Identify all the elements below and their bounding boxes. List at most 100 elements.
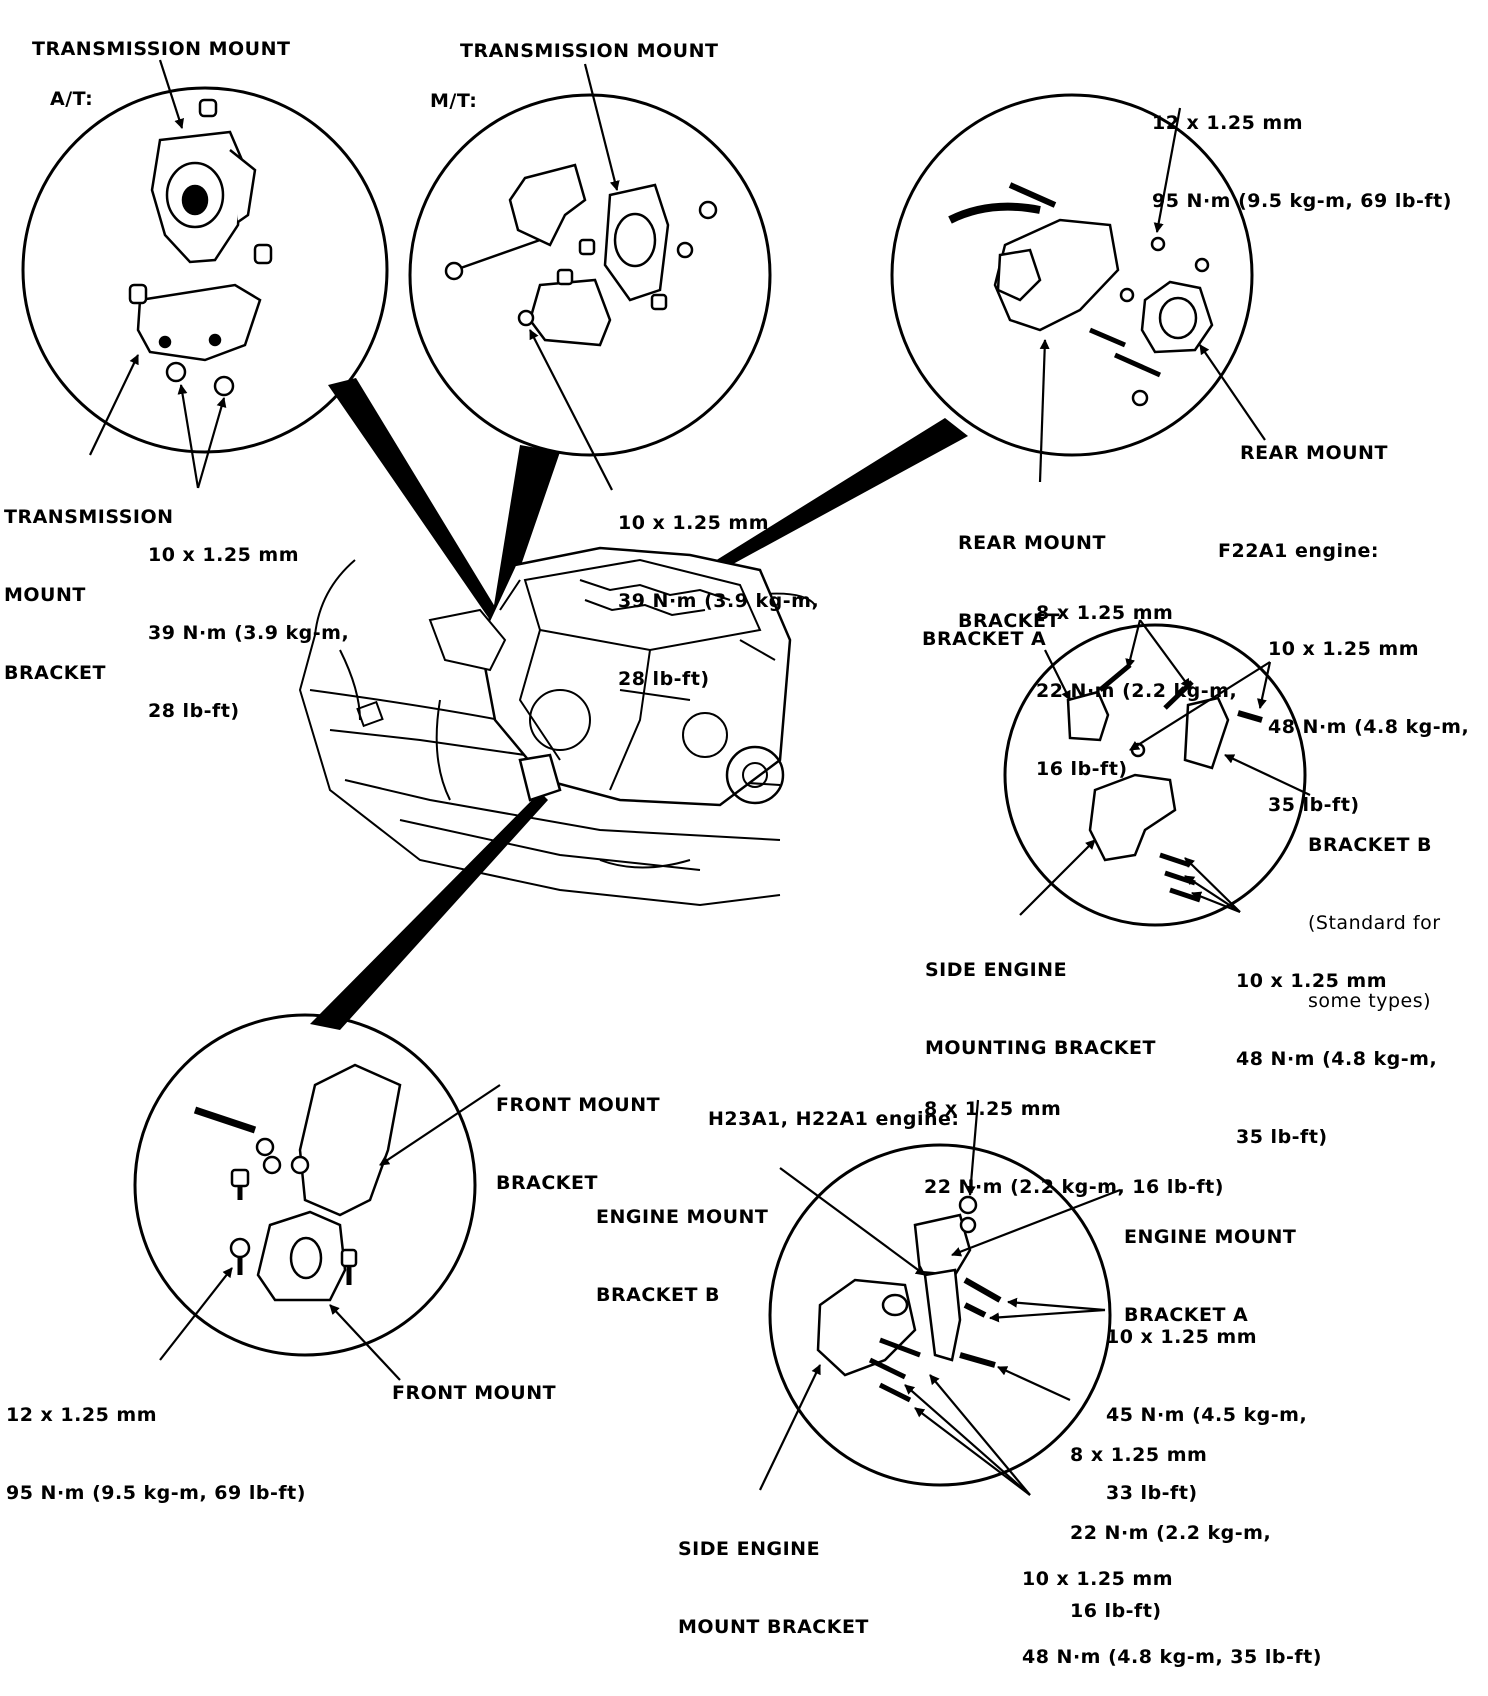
h23-bracket-b-line-1: ENGINE MOUNT: [596, 1206, 769, 1228]
leader-at-bolt-1: [177, 384, 200, 489]
at-torque-line-3: 28 lb-ft): [148, 700, 240, 722]
h23-torque-10b-line-2: 48 N·m (4.8 kg-m, 35 lb-ft): [1022, 1646, 1322, 1668]
leader-h23-8top: [965, 1099, 980, 1196]
leader-f22-side-bracket: [1019, 839, 1096, 916]
h23-side-bracket-line-2: MOUNT BRACKET: [678, 1616, 869, 1638]
h23-side-bracket-line-1: SIDE ENGINE: [678, 1538, 821, 1560]
front-bracket-line-1: FRONT MOUNT: [496, 1094, 661, 1116]
at-mount-parts: [128, 98, 273, 397]
engine-mount-diagram: [21, 59, 1311, 1496]
leader-f22-8-1: [1125, 619, 1142, 669]
leader-f22-bracket-a: [1044, 649, 1071, 701]
f22-bracket-b-label: BRACKET B (Standard for some types): [1308, 780, 1441, 1040]
at-bracket-label: TRANSMISSION MOUNT BRACKET: [4, 452, 174, 712]
leader-f22-10b-2: [1184, 875, 1241, 913]
f22-torque-10a-line-2: 48 N·m (4.8 kg-m,: [1268, 716, 1470, 738]
f22-torque-10b-line-3: 35 lb-ft): [1236, 1126, 1328, 1148]
h23-bracket-b-line-2: BRACKET B: [596, 1284, 721, 1306]
mt-variant-label: M/T:: [430, 90, 478, 112]
leader-f22-10b-3: [1191, 891, 1241, 914]
f22-bracket-b-line-1: BRACKET B: [1308, 834, 1433, 856]
at-variant-label: A/T:: [50, 88, 94, 110]
h23-engine-label: H23A1, H22A1 engine:: [708, 1108, 960, 1130]
f22-torque-8-line-2: 22 N·m (2.2 kg-m,: [1036, 680, 1238, 702]
at-title-label: TRANSMISSION MOUNT: [32, 38, 291, 60]
rear-mount-label: REAR MOUNT: [1240, 442, 1388, 464]
f22-detail-circle: [1003, 623, 1307, 927]
leader-at-bracket: [89, 354, 139, 456]
front-detail-circle: [133, 1013, 477, 1357]
leader-f22-8-2: [1139, 619, 1191, 689]
h23-torque-8top-line-2: 22 N·m (2.2 kg-m, 16 lb-ft): [924, 1176, 1224, 1198]
front-torque-label: 12 x 1.25 mm 95 N·m (9.5 kg-m, 69 lb-ft): [6, 1350, 306, 1532]
at-torque-line-1: 10 x 1.25 mm: [148, 544, 300, 566]
rear-mount-parts: [948, 182, 1214, 407]
f22-torque-8-line-3: 16 lb-ft): [1036, 758, 1128, 780]
f22-bracket-b-line-3: some types): [1308, 990, 1432, 1012]
at-torque-label: 10 x 1.25 mm 39 N·m (3.9 kg-m, 28 lb-ft): [148, 490, 349, 750]
leader-mt-mount: [583, 63, 620, 191]
leader-mt-bolt: [529, 329, 613, 491]
f22-bracket-b-line-2: (Standard for: [1308, 912, 1441, 934]
mt-detail-circle: [408, 93, 772, 457]
h23-bracket-a-line-1: ENGINE MOUNT: [1124, 1226, 1297, 1248]
rear-bracket-line-2: BRACKET: [958, 610, 1060, 632]
connector-wedges: [310, 378, 968, 1030]
front-mount-label: FRONT MOUNT: [392, 1382, 557, 1404]
h23-detail-circle: [768, 1143, 1112, 1487]
mt-torque-line-1: 10 x 1.25 mm: [618, 512, 770, 534]
f22-torque-8-line-1: 8 x 1.25 mm: [1036, 602, 1174, 624]
mt-mount-parts: [444, 163, 718, 347]
leader-f22-bracket-b: [1224, 754, 1311, 796]
rear-torque-label: 12 x 1.25 mm 95 N·m (9.5 kg-m, 69 lb-ft): [1152, 58, 1452, 240]
at-bracket-line-2: MOUNT: [4, 584, 86, 606]
front-bracket-line-2: BRACKET: [496, 1172, 598, 1194]
leader-front-bracket: [379, 1084, 501, 1166]
leader-rear-mount: [1199, 344, 1266, 441]
h23-torque-10a-label: 10 x 1.25 mm 45 N·m (4.5 kg-m, 33 lb-ft): [1106, 1272, 1307, 1532]
f22-side-bracket-line-1: SIDE ENGINE: [925, 959, 1068, 981]
leader-h23-10a-1: [1007, 1297, 1106, 1312]
f22-torque-8-label: 8 x 1.25 mm 22 N·m (2.2 kg-m, 16 lb-ft): [1036, 548, 1237, 808]
vehicle-engine-illustration: [298, 546, 816, 907]
mt-torque-line-2: 39 N·m (3.9 kg-m,: [618, 590, 820, 612]
h23-torque-10a-line-2: 45 N·m (4.5 kg-m,: [1106, 1404, 1308, 1426]
f22-engine-label: F22A1 engine:: [1218, 540, 1379, 562]
front-bracket-label: FRONT MOUNT BRACKET: [496, 1040, 660, 1222]
rear-detail-circle: [890, 93, 1254, 457]
leader-f22-10a-1: [1257, 661, 1272, 709]
leader-front-mount: [329, 1304, 401, 1381]
h23-torque-10a-line-3: 33 lb-ft): [1106, 1482, 1198, 1504]
wedge-rear: [694, 418, 968, 582]
rear-bracket-label: REAR MOUNT BRACKET: [958, 478, 1106, 660]
at-detail-circle: [21, 86, 389, 454]
leader-rear-bracket: [1038, 339, 1050, 483]
f22-torque-10b-line-1: 10 x 1.25 mm: [1236, 970, 1388, 992]
f22-torque-10a-line-3: 35 lb-ft): [1268, 794, 1360, 816]
mt-torque-label: 10 x 1.25 mm 39 N·m (3.9 kg-m, 28 lb-ft): [618, 458, 819, 718]
h23-torque-8b-line-1: 8 x 1.25 mm: [1070, 1444, 1208, 1466]
leader-at-mount: [158, 59, 184, 129]
f22-bracket-a-label: BRACKET A: [922, 628, 1047, 650]
at-torque-line-2: 39 N·m (3.9 kg-m,: [148, 622, 350, 644]
f22-torque-10b-line-2: 48 N·m (4.8 kg-m,: [1236, 1048, 1438, 1070]
h23-bracket-b-label: ENGINE MOUNT BRACKET B: [596, 1152, 768, 1334]
f22-side-bracket-label: SIDE ENGINE MOUNTING BRACKET: [925, 905, 1156, 1087]
leader-h23-10b-2: [904, 1384, 1031, 1496]
front-torque-line-1: 12 x 1.25 mm: [6, 1404, 158, 1426]
rear-bracket-line-1: REAR MOUNT: [958, 532, 1106, 554]
leader-h23-8b: [997, 1366, 1071, 1401]
leader-at-bolt-2: [196, 397, 227, 489]
h23-side-bracket-label: SIDE ENGINE MOUNT BRACKET: [678, 1484, 869, 1666]
h23-torque-8top-line-1: 8 x 1.25 mm: [924, 1098, 1062, 1120]
h23-bracket-a-label: ENGINE MOUNT BRACKET A: [1124, 1172, 1296, 1354]
h23-torque-10b-line-1: 10 x 1.25 mm: [1022, 1568, 1174, 1590]
f22-torque-10b-label: 10 x 1.25 mm 48 N·m (4.8 kg-m, 35 lb-ft): [1236, 916, 1437, 1176]
mt-title-label: TRANSMISSION MOUNT: [460, 40, 719, 62]
h23-torque-10b-label: 10 x 1.25 mm 48 N·m (4.8 kg-m, 35 lb-ft): [1022, 1514, 1322, 1696]
rear-torque-line-1: 12 x 1.25 mm: [1152, 112, 1304, 134]
h23-bracket-a-line-2: BRACKET A: [1124, 1304, 1249, 1326]
at-bracket-line-3: BRACKET: [4, 662, 106, 684]
h23-mount-parts: [816, 1195, 1002, 1403]
leader-h23-side-bracket: [759, 1364, 821, 1491]
